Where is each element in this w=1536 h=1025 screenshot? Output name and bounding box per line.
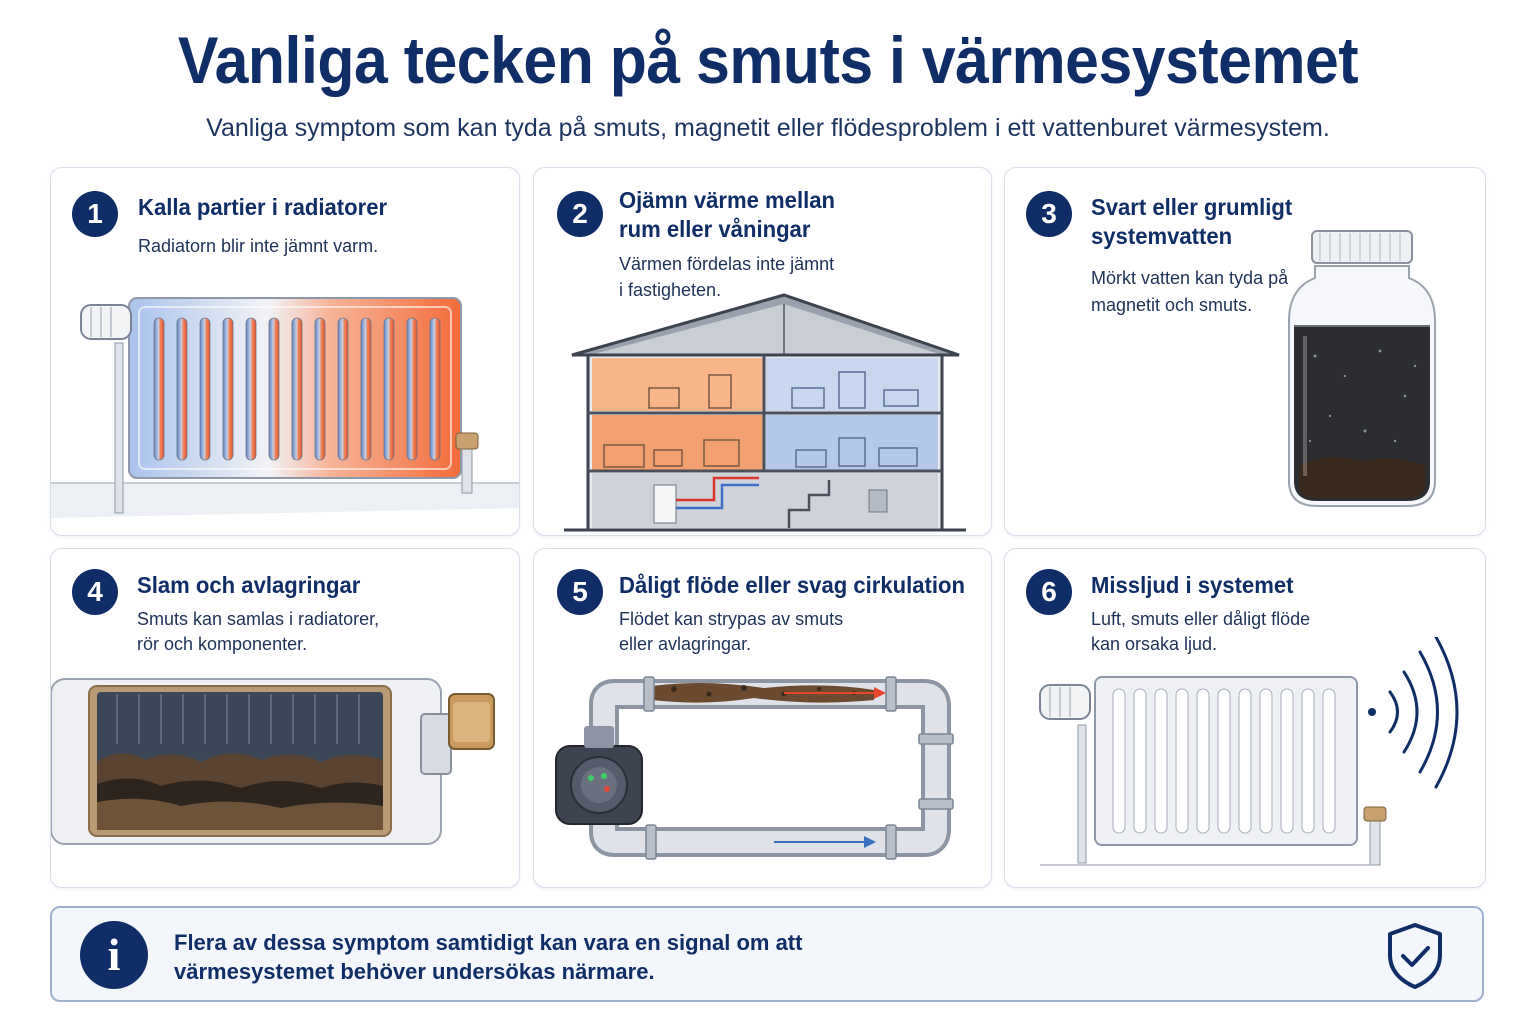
banner-text-line-2: värmesystemet behöver undersökas närmare… <box>174 959 655 984</box>
card-number-badge: 4 <box>72 569 118 615</box>
card-description-line-2: eller avlagringar. <box>619 634 752 654</box>
pipe-loop-with-pump-illustration <box>555 676 954 860</box>
card-title: Slam och avlagringar <box>137 572 361 598</box>
card-title: Kalla partier i radiatorer <box>138 194 388 220</box>
card-description-line-2: magnetit och smuts. <box>1091 295 1253 315</box>
card-description-line-1: Värmen fördelas inte jämnt <box>619 254 835 274</box>
card-dark-water: 3 Svart eller grumligt systemvatten Mörk… <box>1004 167 1486 536</box>
banner-text: Flera av dessa symptom samtidigt kan var… <box>174 928 1074 986</box>
card-number-badge: 1 <box>72 191 118 237</box>
radiator-with-sound-waves-illustration <box>1039 637 1459 866</box>
radiator-sludge-cutaway-illustration <box>51 678 495 845</box>
card-sludge-deposits: 4 Slam och avlagringar Smuts kan samlas … <box>50 548 520 888</box>
card-description-line-2: i fastigheten. <box>619 280 722 300</box>
card-title-line-2: systemvatten <box>1091 223 1233 249</box>
card-cold-radiators: 1 Kalla partier i radiatorer Radiatorn b… <box>50 167 520 536</box>
card-noise: 6 Missljud i systemet Luft, smuts eller … <box>1004 548 1486 888</box>
card-description-line-1: Smuts kan samlas i radiatorer, <box>137 609 380 629</box>
card-uneven-heat: 2 Ojämn värme mellan rum eller våningar … <box>533 167 992 536</box>
half-cold-radiator-illustration <box>51 297 519 518</box>
card-number-badge: 2 <box>557 191 603 237</box>
info-icon: i <box>80 921 148 989</box>
card-title: Dåligt flöde eller svag cirkulation <box>619 572 966 598</box>
card-title: Missljud i systemet <box>1091 572 1294 598</box>
banner-text-line-1: Flera av dessa symptom samtidigt kan var… <box>174 930 803 955</box>
card-number-badge: 5 <box>557 569 603 615</box>
card-title-line-1: Ojämn värme mellan <box>619 187 835 213</box>
house-cross-section-illustration <box>564 293 966 532</box>
page-subtitle: Vanliga symptom som kan tyda på smuts, m… <box>206 114 1330 142</box>
info-banner: i Flera av dessa symptom samtidigt kan v… <box>50 906 1484 1002</box>
card-description: Radiatorn blir inte jämnt varm. <box>138 236 379 256</box>
card-title-line-2: rum eller våningar <box>619 216 811 242</box>
card-title-line-1: Svart eller grumligt <box>1091 194 1293 220</box>
card-description-line-2: kan orsaka ljud. <box>1091 634 1218 654</box>
card-description-line-1: Mörkt vatten kan tyda på <box>1091 268 1289 288</box>
shield-check-icon <box>1388 923 1442 989</box>
card-poor-flow: 5 Dåligt flöde eller svag cirkulation Fl… <box>533 548 992 888</box>
card-description-line-1: Luft, smuts eller dåligt flöde <box>1091 609 1311 629</box>
card-description-line-1: Flödet kan strypas av smuts <box>619 609 844 629</box>
card-description-line-2: rör och komponenter. <box>137 634 308 654</box>
card-number-badge: 3 <box>1026 191 1072 237</box>
jar-of-dark-water-illustration <box>1288 230 1436 507</box>
page-title: Vanliga tecken på smuts i värmesystemet <box>177 23 1359 97</box>
card-number-badge: 6 <box>1026 569 1072 615</box>
